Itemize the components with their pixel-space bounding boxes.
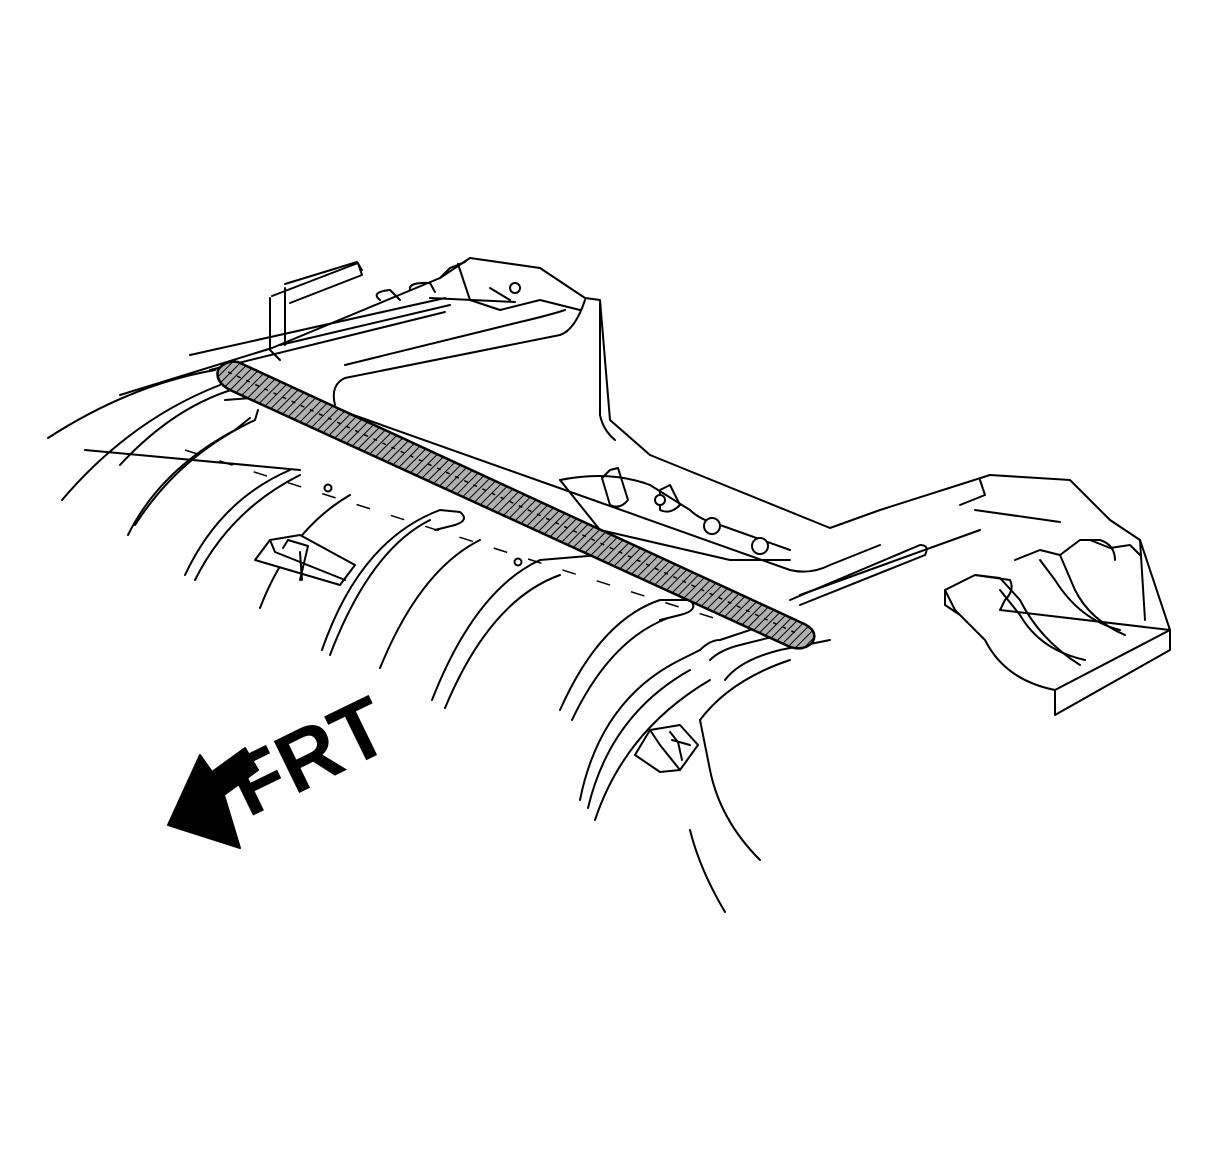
arrow-forward-left-icon (167, 747, 259, 849)
sealer-bead (216, 360, 816, 650)
rear-panel (119, 257, 1171, 631)
direction-label: FRT (215, 678, 403, 834)
floor-ribs (47, 369, 721, 821)
right-rocker (689, 619, 831, 913)
tunnel-detail (344, 411, 1061, 606)
front-direction-indicator: FRT (167, 678, 403, 849)
right-clip (634, 724, 699, 773)
right-riser (944, 539, 1171, 716)
left-clip (254, 534, 356, 586)
